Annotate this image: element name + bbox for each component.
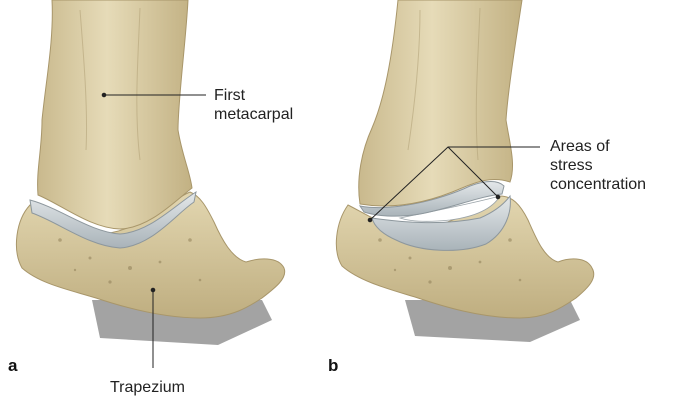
stress-leader-right-dot — [496, 195, 500, 199]
stress-label-line2: stress — [550, 156, 646, 175]
stress-concentration-label: Areas of stress concentration — [550, 137, 646, 194]
first-metacarpal-label: First metacarpal — [214, 86, 293, 124]
stress-label-line3: concentration — [550, 175, 646, 194]
panel-a-metacarpal-bone — [38, 0, 192, 229]
panel-a-letter: a — [8, 356, 17, 376]
first-metacarpal-label-line2: metacarpal — [214, 105, 293, 124]
panel-b-metacarpal-bone — [359, 0, 522, 206]
trapezium-leader-dot — [151, 288, 155, 292]
first-metacarpal-label-line1: First — [214, 86, 293, 105]
trapezium-label: Trapezium — [110, 378, 185, 397]
first-metacarpal-leader-dot — [102, 93, 106, 97]
stress-leader-left-dot — [368, 218, 372, 222]
stress-label-line1: Areas of — [550, 137, 646, 156]
panel-a-joint — [16, 0, 284, 345]
panel-b-letter: b — [328, 356, 338, 376]
